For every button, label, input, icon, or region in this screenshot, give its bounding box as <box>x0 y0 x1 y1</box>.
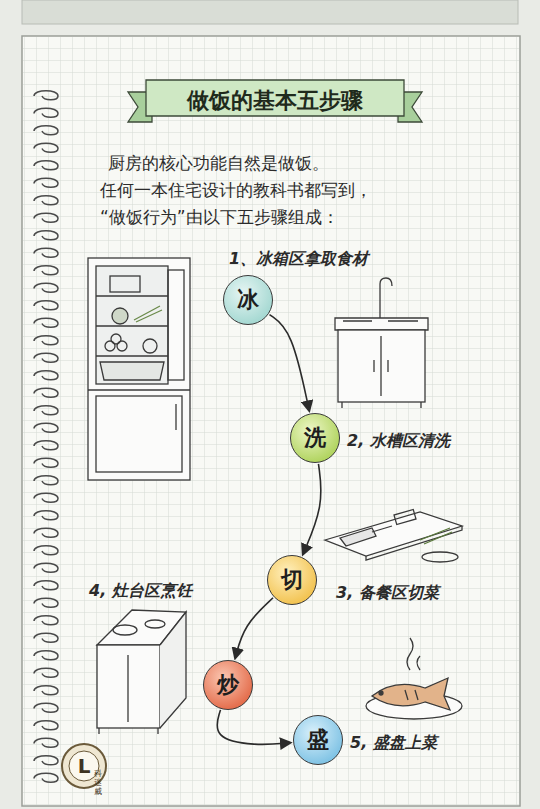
spiral-ring <box>34 91 58 100</box>
sink-illustration <box>335 278 428 408</box>
spiral-ring <box>34 353 58 362</box>
spiral-ring <box>34 108 58 117</box>
spiral-ring <box>34 406 58 415</box>
intro-text: 厨房的核心功能自然是做饭。 任何一本住宅设计的教科书都写到， “做饭行为”由以下… <box>100 150 430 231</box>
spiral-binding <box>34 91 58 783</box>
spiral-ring <box>34 511 58 520</box>
flow-arrow <box>269 315 309 411</box>
title-ribbon <box>128 80 422 122</box>
step-label: 5, 盛盘上菜 <box>350 733 437 754</box>
spiral-ring <box>34 581 58 590</box>
spiral-ring <box>34 651 58 660</box>
flow-arrow <box>303 464 321 554</box>
step-glyph: 切 <box>281 569 303 591</box>
logo-text: L <box>76 754 92 778</box>
spiral-ring <box>34 423 58 432</box>
spiral-ring <box>34 441 58 450</box>
spiral-ring <box>34 686 58 695</box>
spiral-ring <box>34 458 58 467</box>
step-glyph: 盛 <box>307 729 329 751</box>
spiral-ring <box>34 616 58 625</box>
spiral-ring <box>34 248 58 257</box>
flow-arrow <box>235 598 273 658</box>
spiral-ring <box>34 773 58 782</box>
spiral-ring <box>34 196 58 205</box>
step-glyph: 冰 <box>237 289 259 311</box>
step-circle: 洗2, 水槽区清洗 <box>290 413 340 463</box>
spiral-ring <box>34 598 58 607</box>
spiral-ring <box>34 476 58 485</box>
spiral-ring <box>34 493 58 502</box>
spiral-ring <box>34 126 58 135</box>
spiral-ring <box>34 528 58 537</box>
step-circle: 冰1、冰箱区拿取食材 <box>223 275 273 325</box>
logo-text: 科迷威 <box>94 770 102 796</box>
step-glyph: 洗 <box>304 427 326 449</box>
cutting-board-illustration <box>325 509 462 562</box>
step-circle: 盛5, 盛盘上菜 <box>293 715 343 765</box>
step-label: 2, 水槽区清洗 <box>347 431 450 452</box>
spiral-ring <box>34 178 58 187</box>
step-label: 1、冰箱区拿取食材 <box>229 249 368 270</box>
step-circle: 炒4, 灶台区烹饪 <box>203 660 253 710</box>
spiral-ring <box>34 143 58 152</box>
spiral-ring <box>34 213 58 222</box>
stove-illustration <box>97 610 186 734</box>
spiral-ring <box>34 371 58 380</box>
fish-plate-illustration <box>366 638 462 719</box>
spiral-ring <box>34 266 58 275</box>
spiral-ring <box>34 703 58 712</box>
spiral-ring <box>34 336 58 345</box>
spiral-ring <box>34 283 58 292</box>
step-label: 3, 备餐区切菜 <box>336 583 439 604</box>
step-label: 4, 灶台区烹饪 <box>89 581 192 602</box>
spiral-ring <box>34 546 58 555</box>
spiral-ring <box>34 668 58 677</box>
step-circle: 切3, 备餐区切菜 <box>267 555 317 605</box>
spiral-ring <box>34 633 58 642</box>
flow-arrow <box>217 710 290 744</box>
previous-page <box>22 0 518 24</box>
spiral-ring <box>34 738 58 747</box>
title: 做饭的基本五步骤 <box>150 86 400 116</box>
spiral-ring <box>34 318 58 327</box>
spiral-ring <box>34 301 58 310</box>
spiral-ring <box>34 721 58 730</box>
notebook-page <box>22 36 520 806</box>
spiral-ring <box>34 756 58 765</box>
fridge-illustration <box>88 258 190 480</box>
spiral-ring <box>34 563 58 572</box>
spiral-ring <box>34 388 58 397</box>
spiral-ring <box>34 161 58 170</box>
grid <box>23 37 519 805</box>
spiral-ring <box>34 231 58 240</box>
step-glyph: 炒 <box>217 674 239 696</box>
